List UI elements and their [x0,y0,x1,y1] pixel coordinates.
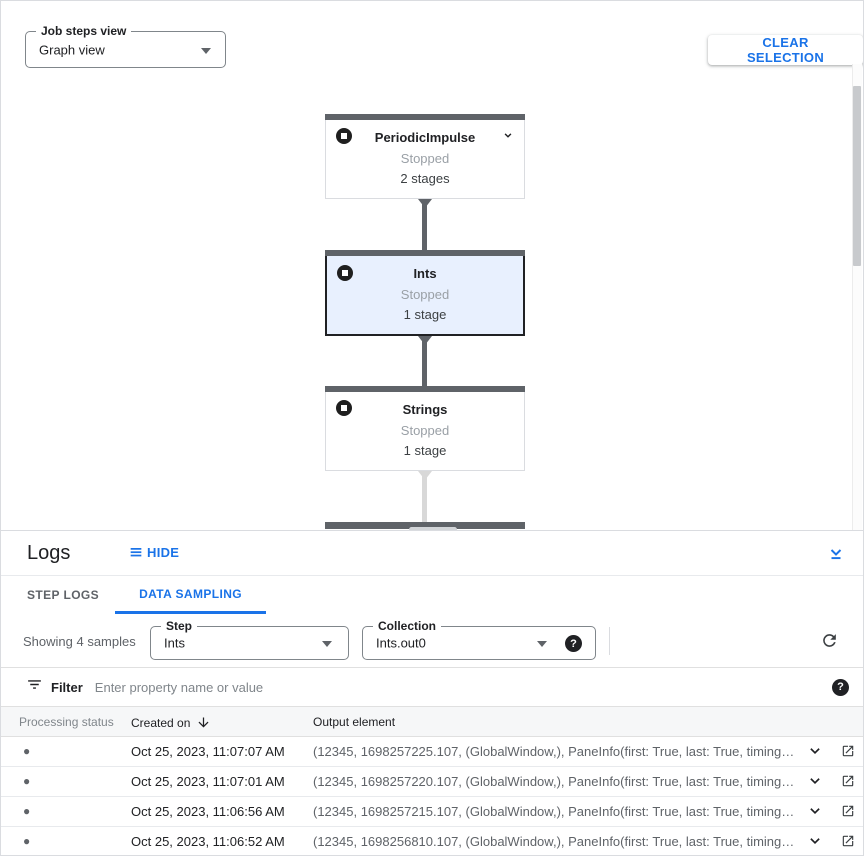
logs-tabbar: STEP LOGS DATA SAMPLING [1,575,863,614]
stopped-status-icon [337,265,353,281]
edge-arrowhead-icon [418,199,432,208]
collection-select[interactable]: Collection Ints.out0 ? [362,619,596,660]
vertical-divider [609,627,610,655]
dropdown-arrow-icon [537,641,547,647]
chevron-down-icon[interactable] [500,128,516,147]
graph-edge [422,336,427,386]
collapse-panel-icon[interactable] [827,543,845,568]
job-steps-view-label: Job steps view [36,24,132,38]
column-processing-status: Processing status [19,715,114,729]
created-on-cell: Oct 25, 2023, 11:07:07 AM [131,744,285,759]
collection-select-value: Ints.out0 [376,635,426,651]
step-select-label: Step [161,619,198,633]
created-on-cell: Oct 25, 2023, 11:06:52 AM [131,834,285,849]
node-top-bar [325,114,525,120]
node-title: Strings [402,402,448,417]
filter-icon [26,676,43,698]
panel-resize-handle[interactable] [409,527,457,532]
open-in-new-icon[interactable] [841,804,855,821]
expand-row-icon[interactable] [805,742,825,763]
expand-row-icon[interactable] [805,802,825,823]
clipped-node-top-bar [325,522,525,529]
table-row[interactable]: ● Oct 25, 2023, 11:07:01 AM (12345, 1698… [1,767,863,797]
job-steps-view-select[interactable]: Job steps view Graph view [25,24,226,68]
output-element-cell: (12345, 1698257225.107, (GlobalWindow,),… [313,744,795,759]
filter-input[interactable] [94,679,832,695]
graph-edge [422,471,427,523]
table-row[interactable]: ● Oct 25, 2023, 11:06:56 AM (12345, 1698… [1,797,863,827]
filter-help-icon[interactable]: ? [832,678,849,696]
sort-descending-icon [198,717,209,728]
hide-logs-button[interactable]: HIDE [128,544,179,560]
output-element-cell: (12345, 1698257215.107, (GlobalWindow,),… [313,804,795,819]
step-select[interactable]: Step Ints [150,619,349,660]
table-row[interactable]: ● Oct 25, 2023, 11:07:07 AM (12345, 1698… [1,737,863,767]
edge-arrowhead-icon [418,336,432,345]
sampling-controls: Showing 4 samples Step Ints Collection I… [1,614,863,668]
processing-status-dot: ● [23,744,31,758]
hide-label: HIDE [147,544,180,560]
dropdown-arrow-icon [201,47,211,54]
expand-row-icon[interactable] [805,832,825,853]
created-on-cell: Oct 25, 2023, 11:06:56 AM [131,804,285,819]
edge-arrowhead-icon [418,471,432,480]
clear-selection-button[interactable]: CLEAR SELECTION [708,35,863,65]
node-stages: 2 stages [400,171,450,186]
output-element-cell: (12345, 1698257220.107, (GlobalWindow,),… [313,774,795,789]
stopped-status-icon [336,128,352,144]
graph-scrollbar-track[interactable] [852,64,862,532]
collection-help-icon[interactable]: ? [565,635,582,652]
reorder-icon [130,548,142,557]
node-top-bar [325,250,525,256]
open-in-new-icon[interactable] [841,834,855,851]
logs-panel: Logs HIDE STEP LOGS DATA SAMPLING Showin… [1,530,863,855]
logs-panel-title: Logs [27,542,71,564]
graph-node-ints[interactable]: Ints Stopped 1 stage [325,250,525,336]
graph-node-periodicimpulse[interactable]: PeriodicImpulse Stopped 2 stages [325,114,525,199]
output-element-cell: (12345, 1698256810.107, (GlobalWindow,),… [313,834,795,849]
tab-data-sampling[interactable]: DATA SAMPLING [115,576,267,614]
node-top-bar [325,386,525,392]
node-stages: 1 stage [403,307,447,322]
processing-status-dot: ● [23,834,31,848]
node-status: Stopped [400,151,450,166]
node-title: Ints [413,266,437,281]
dropdown-arrow-icon [322,641,332,647]
tab-step-logs[interactable]: STEP LOGS [27,588,100,602]
refresh-samples-icon[interactable] [820,631,839,655]
created-on-cell: Oct 25, 2023, 11:07:01 AM [131,774,285,789]
column-output-element: Output element [313,715,396,729]
node-status: Stopped [400,423,450,438]
node-stages: 1 stage [403,443,447,458]
processing-status-dot: ● [23,774,31,788]
job-steps-view-value: Graph view [39,42,105,57]
open-in-new-icon[interactable] [841,744,855,761]
table-header: Processing status Created on Output elem… [1,707,863,737]
node-status: Stopped [400,287,450,302]
processing-status-dot: ● [23,804,31,818]
step-select-value: Ints [164,635,185,651]
node-title: PeriodicImpulse [374,130,476,145]
graph-scrollbar-thumb[interactable] [853,86,861,266]
collection-select-label: Collection [373,619,442,633]
open-in-new-icon[interactable] [841,774,855,791]
logs-header: Logs HIDE [1,531,863,575]
graph-edge [422,199,427,250]
filter-label: Filter [51,679,83,695]
graph-node-strings[interactable]: Strings Stopped 1 stage [325,386,525,471]
expand-row-icon[interactable] [805,772,825,793]
table-row[interactable]: ● Oct 25, 2023, 11:06:52 AM (12345, 1698… [1,827,863,855]
column-created-on[interactable]: Created on [131,715,211,730]
stopped-status-icon [336,400,352,416]
column-created-on-label: Created on [131,715,191,730]
filter-bar: Filter ? [1,668,863,707]
showing-samples-text: Showing 4 samples [23,634,136,649]
